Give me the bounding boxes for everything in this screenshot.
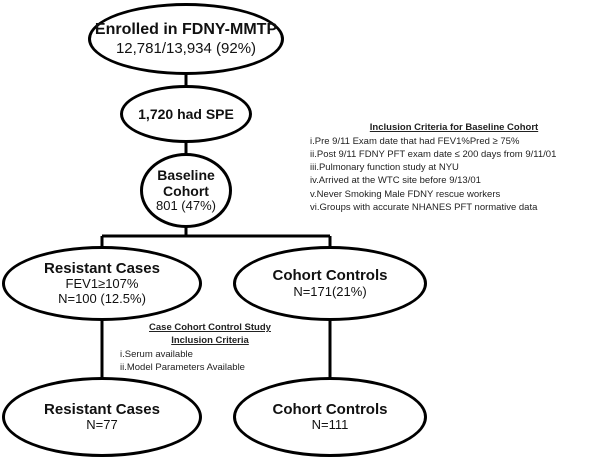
node-resistant-cases-bottom: Resistant Cases N=77 bbox=[2, 377, 202, 457]
controls-top-title: Cohort Controls bbox=[272, 267, 388, 285]
baseline-detail: 801 (47%) bbox=[156, 198, 216, 214]
baseline-criterion-1: i.Pre 9/11 Exam date that had FEV1%Pred … bbox=[310, 136, 520, 148]
enrolled-title: Enrolled in FDNY-MMTP bbox=[94, 21, 278, 39]
node-baseline-cohort: Baseline Cohort 801 (47%) bbox=[140, 153, 232, 228]
resistant-top-title: Resistant Cases bbox=[44, 259, 160, 277]
baseline-criterion-3: iii.Pulmonary function study at NYU bbox=[310, 162, 459, 174]
baseline-criterion-5: v.Never Smoking Male FDNY rescue workers bbox=[310, 188, 501, 200]
baseline-title-line1: Baseline bbox=[157, 166, 215, 183]
baseline-criterion-4: iv.Arrived at the WTC site before 9/13/0… bbox=[310, 175, 481, 187]
resistant-top-count: N=100 (12.5%) bbox=[58, 291, 146, 307]
node-cohort-controls-top: Cohort Controls N=171(21%) bbox=[233, 246, 427, 321]
resistant-bottom-title: Resistant Cases bbox=[44, 400, 160, 418]
case-control-inclusion-criteria: Case Cohort Control Study Inclusion Crit… bbox=[120, 321, 300, 374]
controls-bottom-count: N=111 bbox=[311, 417, 349, 433]
node-spe: 1,720 had SPE bbox=[120, 85, 252, 143]
case-control-heading-line2: Inclusion Criteria bbox=[171, 335, 249, 347]
baseline-title-line2: Cohort bbox=[163, 183, 209, 200]
baseline-criteria-heading: Inclusion Criteria for Baseline Cohort bbox=[369, 122, 539, 133]
resistant-bottom-count: N=77 bbox=[86, 417, 118, 433]
node-cohort-controls-bottom: Cohort Controls N=111 bbox=[233, 377, 427, 457]
case-control-criterion-1: i.Serum available bbox=[120, 349, 193, 361]
baseline-criterion-6: vi.Groups with accurate NHANES PFT norma… bbox=[310, 201, 538, 213]
node-enrolled: Enrolled in FDNY-MMTP 12,781/13,934 (92%… bbox=[88, 3, 284, 75]
case-control-criterion-2: ii.Model Parameters Available bbox=[120, 362, 245, 374]
baseline-criterion-2: ii.Post 9/11 FDNY PFT exam date ≤ 200 da… bbox=[310, 149, 557, 161]
node-resistant-cases-top: Resistant Cases FEV1≥107% N=100 (12.5%) bbox=[2, 246, 202, 321]
baseline-inclusion-criteria: Inclusion Criteria for Baseline Cohort i… bbox=[310, 121, 598, 214]
enrolled-detail: 12,781/13,934 (92%) bbox=[115, 39, 257, 57]
controls-bottom-title: Cohort Controls bbox=[272, 400, 388, 418]
resistant-top-criterion: FEV1≥107% bbox=[65, 276, 139, 292]
case-control-heading-line1: Case Cohort Control Study bbox=[149, 322, 271, 333]
spe-title: 1,720 had SPE bbox=[138, 105, 234, 122]
controls-top-count: N=171(21%) bbox=[293, 283, 367, 299]
